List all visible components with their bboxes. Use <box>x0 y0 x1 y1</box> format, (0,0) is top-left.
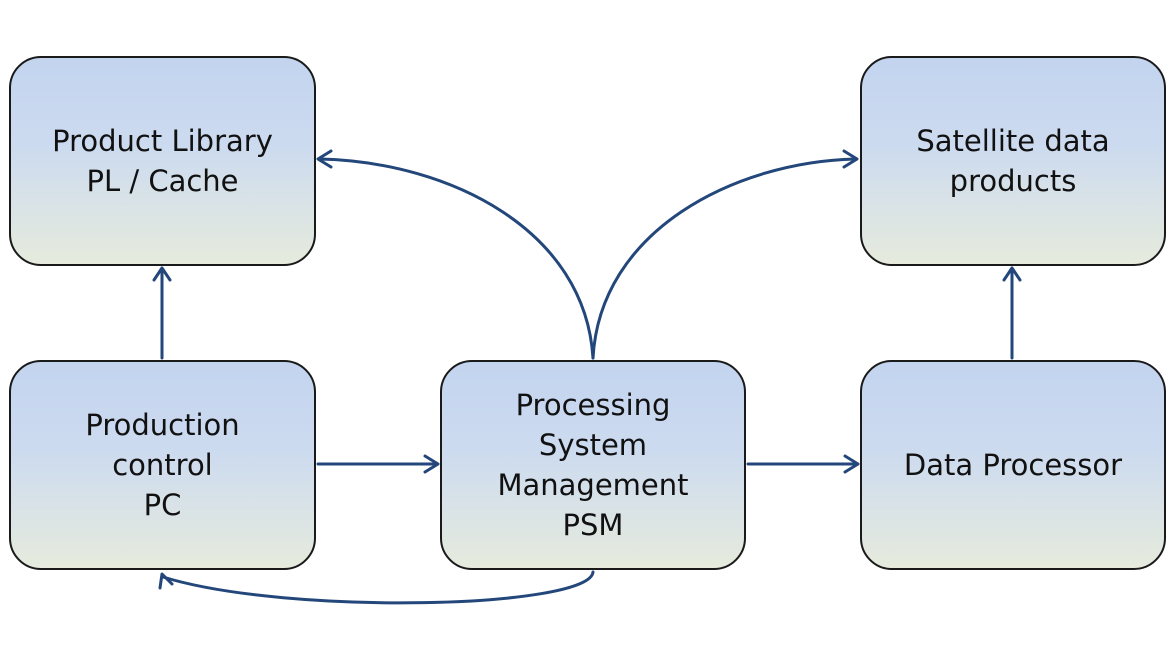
arrow-data-processor-to-satellite <box>1002 266 1022 360</box>
node-production-control-line-3: PC <box>143 488 182 522</box>
node-psm-line-3: Management <box>497 468 689 502</box>
node-product-library: Product Library PL / Cache <box>9 56 316 266</box>
arrow-pc-to-psm <box>316 454 440 474</box>
node-product-library-line-1: Product Library <box>52 124 273 158</box>
node-psm-line-4: PSM <box>562 508 624 542</box>
arrow-psm-to-data-processor <box>746 454 860 474</box>
node-production-control-label: Production control PC <box>85 405 239 525</box>
node-processing-system-management: Processing System Management PSM <box>440 360 746 570</box>
arrow-pc-to-product-library <box>152 266 172 360</box>
node-psm-line-1: Processing <box>515 388 671 422</box>
node-production-control: Production control PC <box>9 360 316 570</box>
node-product-library-label: Product Library PL / Cache <box>52 121 273 201</box>
arrow-psm-to-product-library <box>316 149 595 360</box>
node-production-control-line-1: Production <box>85 408 240 442</box>
node-satellite-data-products: Satellite data products <box>860 56 1166 266</box>
node-satellite-line-2: products <box>949 164 1077 198</box>
node-data-processor-line-1: Data Processor <box>903 448 1123 482</box>
node-satellite-data-products-label: Satellite data products <box>916 121 1109 201</box>
node-data-processor: Data Processor <box>860 360 1166 570</box>
node-production-control-line-2: control <box>112 448 213 482</box>
node-data-processor-label: Data Processor <box>904 445 1122 485</box>
arrow-psm-to-pc <box>158 570 595 605</box>
arrow-psm-to-satellite <box>591 149 859 360</box>
node-psm-line-2: System <box>538 428 648 462</box>
node-product-library-line-2: PL / Cache <box>86 164 239 198</box>
node-satellite-line-1: Satellite data <box>916 124 1110 158</box>
node-psm-label: Processing System Management PSM <box>497 385 688 545</box>
